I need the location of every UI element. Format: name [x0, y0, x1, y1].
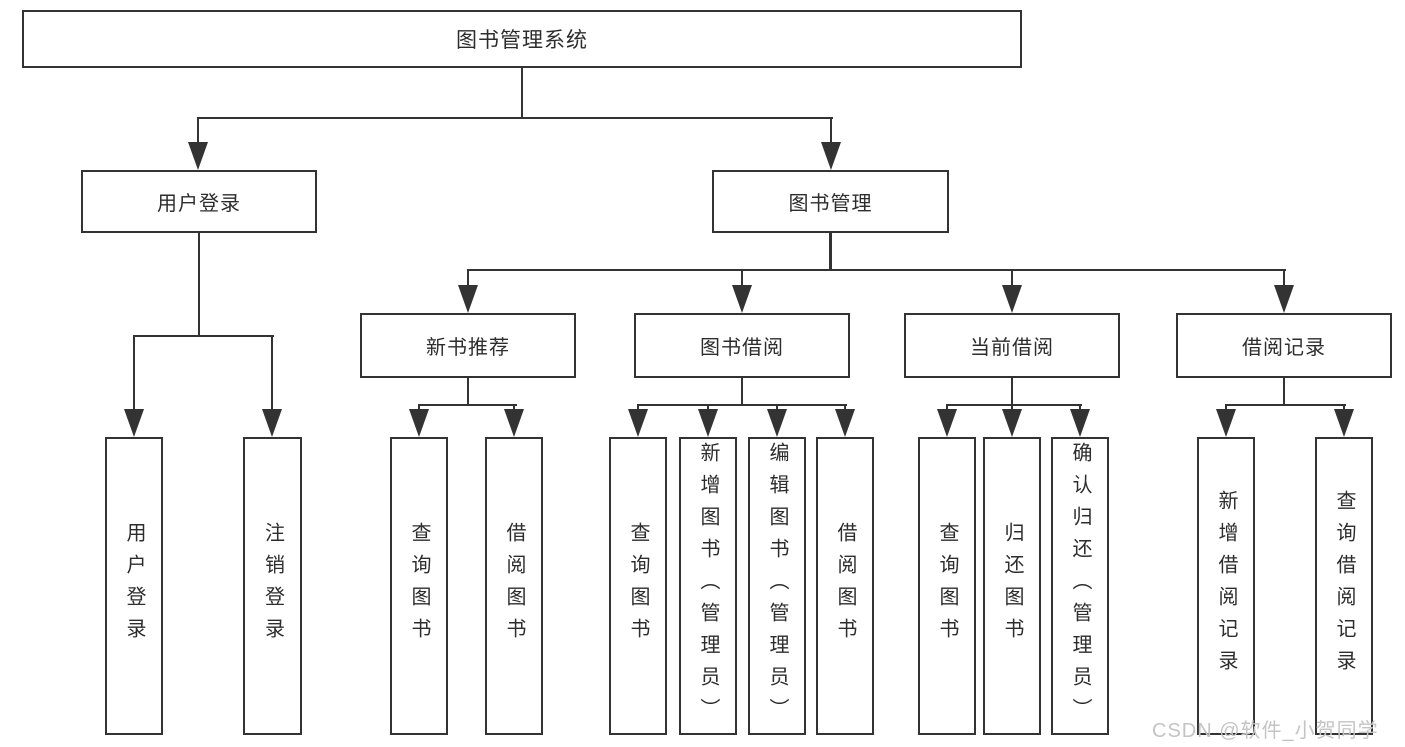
connector-records-drop-2 [1342, 405, 1346, 409]
arrow-down-icon [698, 409, 718, 437]
leaf-add-books-admin-label: 新增图书（管理员） [697, 442, 719, 730]
connector-current-stem [1010, 378, 1014, 405]
node-current-borrow: 当前借阅 [904, 313, 1120, 378]
connector-newbook-stem [466, 378, 470, 405]
connector-newbook-drop-1 [417, 405, 421, 409]
connector-mgmt-drop-4 [1282, 270, 1286, 285]
leaf-confirm-return-admin: 确认归还（管理员） [1051, 437, 1109, 735]
node-user-login-label: 用户登录 [157, 193, 241, 215]
leaf-confirm-return-admin-label: 确认归还（管理员） [1069, 442, 1091, 730]
connector-user-login-stem [197, 233, 201, 336]
connector-records-split [1224, 403, 1346, 407]
leaf-edit-books-admin-label: 编辑图书（管理员） [766, 442, 788, 730]
arrow-down-icon [628, 409, 648, 437]
arrow-down-icon [732, 285, 752, 313]
connector-mgmt-drop-1 [466, 270, 470, 285]
leaf-add-borrow-record: 新增借阅记录 [1197, 437, 1255, 735]
leaf-return-books-label: 归还图书 [1001, 522, 1023, 650]
leaf-logout-label: 注销登录 [261, 522, 284, 650]
leaf-query-borrow-record-label: 查询借阅记录 [1333, 490, 1355, 682]
arrow-down-icon [1274, 285, 1294, 313]
leaf-user-login-label: 用户登录 [123, 522, 145, 650]
node-borrow-records: 借阅记录 [1176, 313, 1392, 378]
arrow-down-icon [1334, 409, 1354, 437]
leaf-query-books-current-label: 查询图书 [936, 522, 958, 650]
node-current-borrow-label: 当前借阅 [970, 337, 1054, 359]
node-new-book-recommend-label: 新书推荐 [426, 337, 510, 359]
connector-borrow-drop-1 [636, 405, 640, 409]
connector-current-drop-2 [1010, 405, 1014, 409]
arrow-down-icon [504, 409, 524, 437]
connector-book-mgmt-split [466, 268, 1286, 272]
csdn-watermark: CSDN @软件_小贺同学 [1152, 720, 1379, 742]
arrow-down-icon [821, 142, 841, 170]
connector-current-drop-3 [1078, 405, 1082, 409]
connector-borrow-drop-2 [706, 405, 710, 409]
connector-root-stem [520, 68, 524, 118]
arrow-down-icon [767, 409, 787, 437]
connector-user-login-drop-1 [132, 336, 136, 409]
connector-borrow-split [636, 403, 847, 407]
arrow-down-icon [409, 409, 429, 437]
node-root-label: 图书管理系统 [456, 29, 588, 52]
connector-user-login-split [132, 334, 274, 338]
connector-mgmt-drop-3 [1010, 270, 1014, 285]
leaf-return-books: 归还图书 [983, 437, 1041, 735]
connector-root-split [196, 116, 833, 120]
arrow-down-icon [124, 409, 144, 437]
leaf-add-books-admin: 新增图书（管理员） [679, 437, 737, 735]
connector-records-stem [1282, 378, 1286, 405]
connector-borrow-stem [740, 378, 744, 405]
arrow-down-icon [188, 142, 208, 170]
connector-user-login-drop-2 [270, 336, 274, 409]
leaf-query-books-recommend: 查询图书 [390, 437, 448, 735]
connector-mgmt-drop-2 [740, 270, 744, 285]
node-book-borrow-label: 图书借阅 [700, 337, 784, 359]
connector-newbook-drop-2 [512, 405, 516, 409]
node-root: 图书管理系统 [22, 10, 1022, 68]
connector-root-left-drop [196, 118, 200, 144]
leaf-add-borrow-record-label: 新增借阅记录 [1215, 490, 1237, 682]
leaf-query-borrow-record: 查询借阅记录 [1315, 437, 1373, 735]
leaf-query-books-current: 查询图书 [918, 437, 976, 735]
node-book-management: 图书管理 [712, 170, 949, 233]
node-book-borrow: 图书借阅 [634, 313, 850, 378]
arrow-down-icon [262, 409, 282, 437]
node-book-management-label: 图书管理 [788, 193, 873, 215]
leaf-query-books-recommend-label: 查询图书 [408, 522, 430, 650]
connector-current-split [945, 403, 1082, 407]
connector-current-drop-1 [945, 405, 949, 409]
node-new-book-recommend: 新书推荐 [360, 313, 576, 378]
connector-borrow-drop-3 [775, 405, 779, 409]
connector-book-mgmt-stem [829, 233, 832, 270]
leaf-query-books-borrow-label: 查询图书 [627, 522, 649, 650]
connector-root-right-drop [829, 118, 833, 144]
arrow-down-icon [1002, 285, 1022, 313]
arrow-down-icon [1216, 409, 1236, 437]
leaf-user-login: 用户登录 [105, 437, 163, 735]
node-user-login: 用户登录 [81, 170, 317, 233]
leaf-edit-books-admin: 编辑图书（管理员） [748, 437, 806, 735]
connector-newbook-split [417, 403, 517, 407]
arrow-down-icon [1002, 409, 1022, 437]
leaf-borrow-books-recommend-label: 借阅图书 [503, 522, 525, 650]
arrow-down-icon [937, 409, 957, 437]
leaf-borrow-books-recommend: 借阅图书 [485, 437, 543, 735]
node-borrow-records-label: 借阅记录 [1242, 337, 1326, 359]
leaf-borrow-books-label: 借阅图书 [834, 522, 856, 650]
arrow-down-icon [835, 409, 855, 437]
arrow-down-icon [1070, 409, 1090, 437]
leaf-query-books-borrow: 查询图书 [609, 437, 667, 735]
leaf-logout: 注销登录 [243, 437, 302, 735]
leaf-borrow-books: 借阅图书 [816, 437, 874, 735]
connector-borrow-drop-4 [843, 405, 847, 409]
connector-records-drop-1 [1224, 405, 1228, 409]
arrow-down-icon [458, 285, 478, 313]
